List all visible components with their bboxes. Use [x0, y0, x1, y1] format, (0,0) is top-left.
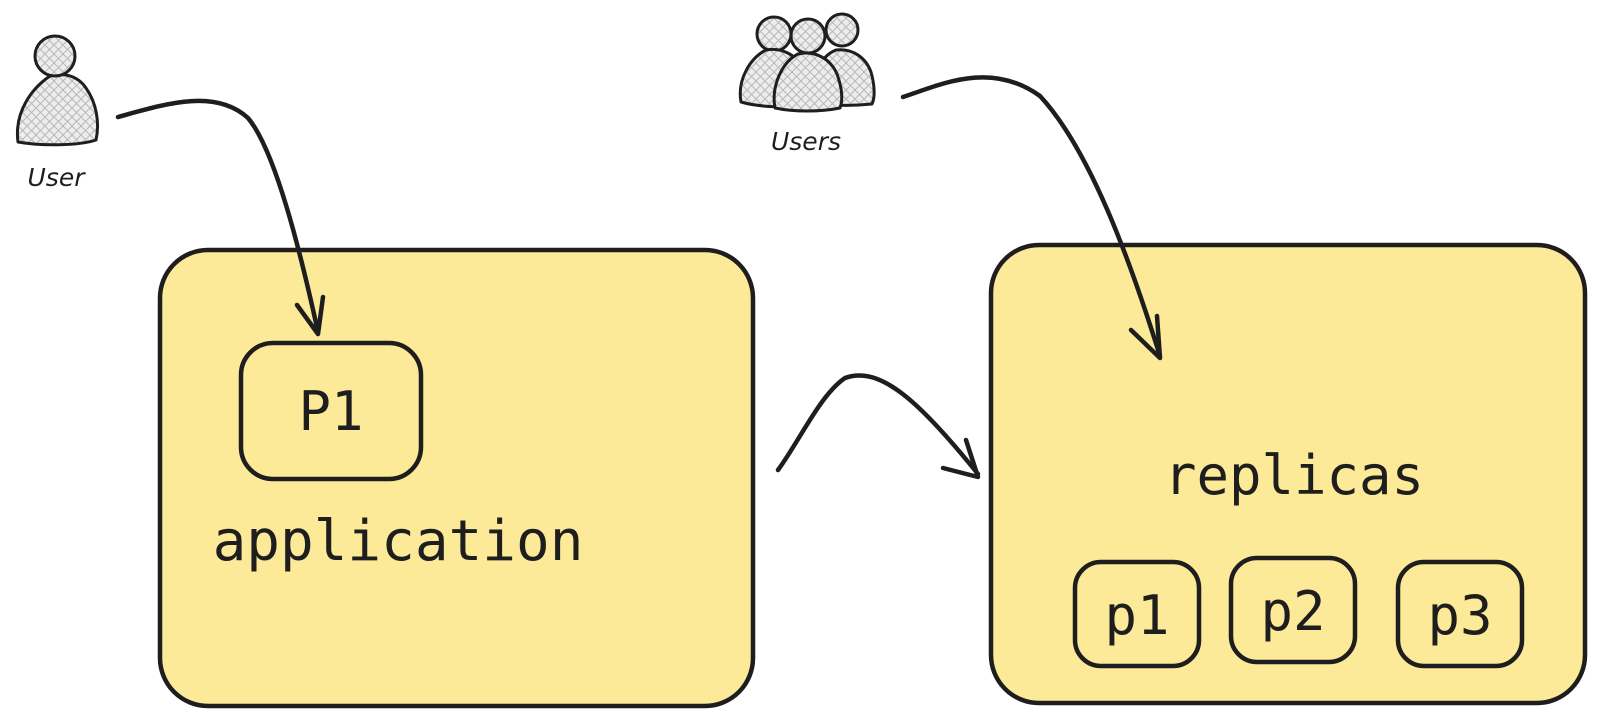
application-container: P1 application — [157, 247, 756, 709]
users-group-actor: Users — [738, 12, 876, 156]
process-p1-label: P1 — [298, 380, 363, 443]
replica-p1-label: p1 — [1104, 584, 1169, 647]
replica-p2-label: p2 — [1260, 580, 1325, 643]
application-box — [157, 247, 756, 709]
users-label: Users — [771, 127, 841, 156]
replica-p3-box — [1395, 559, 1525, 669]
replica-p2-box — [1228, 555, 1358, 665]
replica-p1-box — [1072, 559, 1202, 669]
users-group-icon — [738, 12, 876, 113]
replicas-container: replicas p1 p2 p3 — [988, 242, 1588, 706]
arrow-users-to-replicas — [900, 75, 1163, 361]
user-icon — [15, 34, 100, 147]
application-label: application — [213, 509, 584, 574]
arrow-user-to-p1 — [115, 98, 326, 337]
replica-p3-label: p3 — [1427, 584, 1492, 647]
process-p1-box — [238, 340, 424, 482]
arrow-application-to-replicas — [775, 373, 981, 480]
user-label: User — [28, 163, 87, 192]
single-user-actor: User — [15, 34, 100, 192]
replicas-label: replicas — [1164, 444, 1424, 507]
